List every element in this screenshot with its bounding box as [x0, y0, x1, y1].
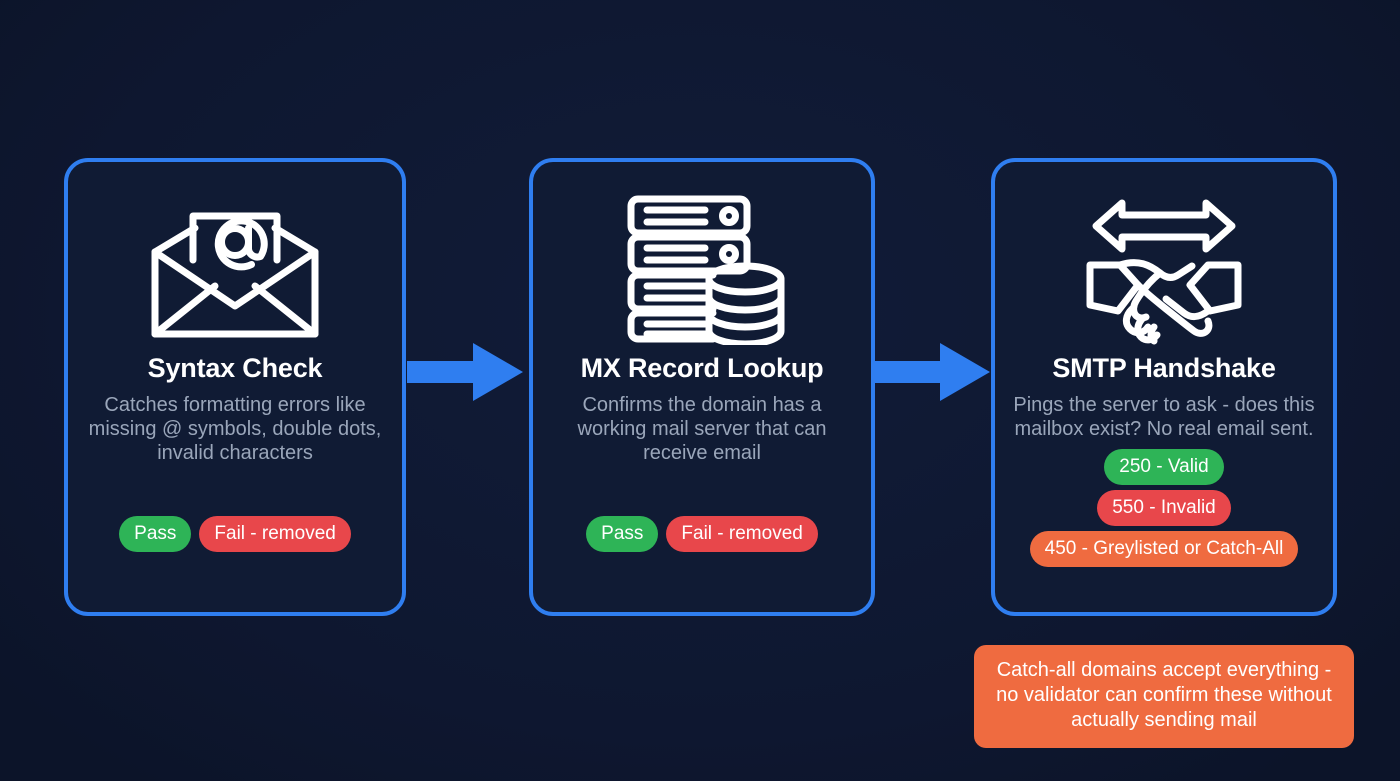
badge-group: 250 - Valid 550 - Invalid 450 - Greylist…: [1011, 449, 1317, 568]
badge-group: Pass Fail - removed: [549, 516, 855, 552]
card-description: Pings the server to ask - does this mail…: [1013, 393, 1315, 441]
arrow-mx-to-smtp: [874, 341, 992, 403]
step-card-syntax-check[interactable]: Syntax Check Catches formatting errors l…: [64, 158, 406, 616]
badge-group: Pass Fail - removed: [84, 516, 386, 552]
step-card-smtp-handshake[interactable]: SMTP Handshake Pings the server to ask -…: [991, 158, 1337, 616]
card-title: SMTP Handshake: [1052, 353, 1276, 383]
badge-450-greylisted[interactable]: 450 - Greylisted or Catch-All: [1029, 531, 1299, 568]
card-description: Catches formatting errors like missing @…: [88, 393, 382, 465]
card-title: Syntax Check: [147, 353, 323, 383]
card-description: Confirms the domain has a working mail s…: [577, 393, 827, 465]
arrow-syntax-to-mx: [407, 341, 525, 403]
server-database-icon: [617, 190, 787, 348]
open-envelope-at-symbol-icon: [147, 190, 323, 348]
badge-550-invalid[interactable]: 550 - Invalid: [1097, 490, 1231, 527]
badge-pass[interactable]: Pass: [586, 516, 659, 552]
badge-fail[interactable]: Fail - removed: [199, 516, 351, 552]
badge-250-valid[interactable]: 250 - Valid: [1104, 449, 1224, 486]
catch-all-warning-callout: Catch-all domains accept everything - no…: [974, 645, 1354, 748]
badge-fail[interactable]: Fail - removed: [666, 516, 818, 552]
card-title: MX Record Lookup: [580, 353, 824, 383]
badge-pass[interactable]: Pass: [119, 516, 192, 552]
step-card-mx-record-lookup[interactable]: MX Record Lookup Confirms the domain has…: [529, 158, 875, 616]
handshake-exchange-icon: [1080, 190, 1248, 348]
